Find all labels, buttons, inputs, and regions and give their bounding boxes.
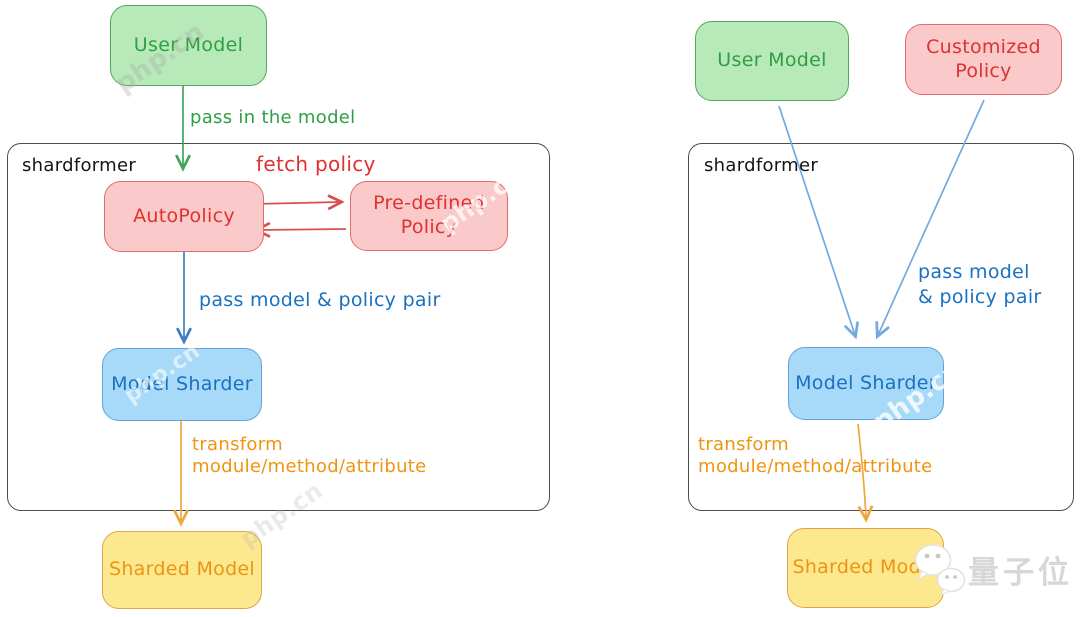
label-pass-pair-right-2: & policy pair: [918, 286, 1042, 308]
label-pass-pair-left: pass model & policy pair: [199, 289, 441, 311]
qbitai-watermark: 量子位: [908, 540, 1073, 598]
node-label: Pre-defined Policy: [373, 192, 485, 238]
label-pass-in-model: pass in the model: [190, 107, 356, 128]
shardformer-label-left: shardformer: [22, 155, 137, 176]
node-label: AutoPolicy: [133, 204, 235, 227]
node-label: Sharded Model: [108, 558, 256, 581]
node-predefined-policy: Pre-defined Policy: [350, 181, 508, 251]
node-user-model-left: User Model: [110, 5, 267, 86]
node-model-sharder-right: Model Sharder: [788, 347, 944, 420]
node-label: Model Sharder: [111, 372, 253, 395]
node-label: User Model: [717, 49, 827, 72]
label-transform-right-1: transform: [698, 434, 789, 455]
node-sharded-model-left: Sharded Model: [102, 531, 262, 609]
label-transform-left-2: module/method/attribute: [192, 456, 427, 477]
node-label: Sharded Model: [792, 556, 939, 579]
qbitai-wechat-icon: [914, 544, 966, 597]
label-fetch-policy: fetch policy: [256, 152, 376, 176]
qbitai-brand-text: 量子位: [968, 554, 1073, 591]
label-pass-pair-right-1: pass model: [918, 261, 1030, 283]
node-label: User Model: [133, 33, 244, 56]
node-label: Model Sharder: [795, 371, 937, 394]
shardformer-container-left: [7, 143, 550, 511]
node-customized-policy: Customized Policy: [905, 24, 1062, 95]
shardformer-label-right: shardformer: [704, 155, 819, 176]
node-auto-policy: AutoPolicy: [104, 181, 264, 252]
label-transform-right-2: module/method/attribute: [698, 456, 933, 477]
node-user-model-right: User Model: [695, 21, 849, 101]
node-label: Customized Policy: [926, 35, 1041, 82]
label-transform-left-1: transform: [192, 434, 283, 455]
site-watermark: php.cn: [618, 518, 703, 589]
node-model-sharder-left: Model Sharder: [102, 348, 262, 421]
